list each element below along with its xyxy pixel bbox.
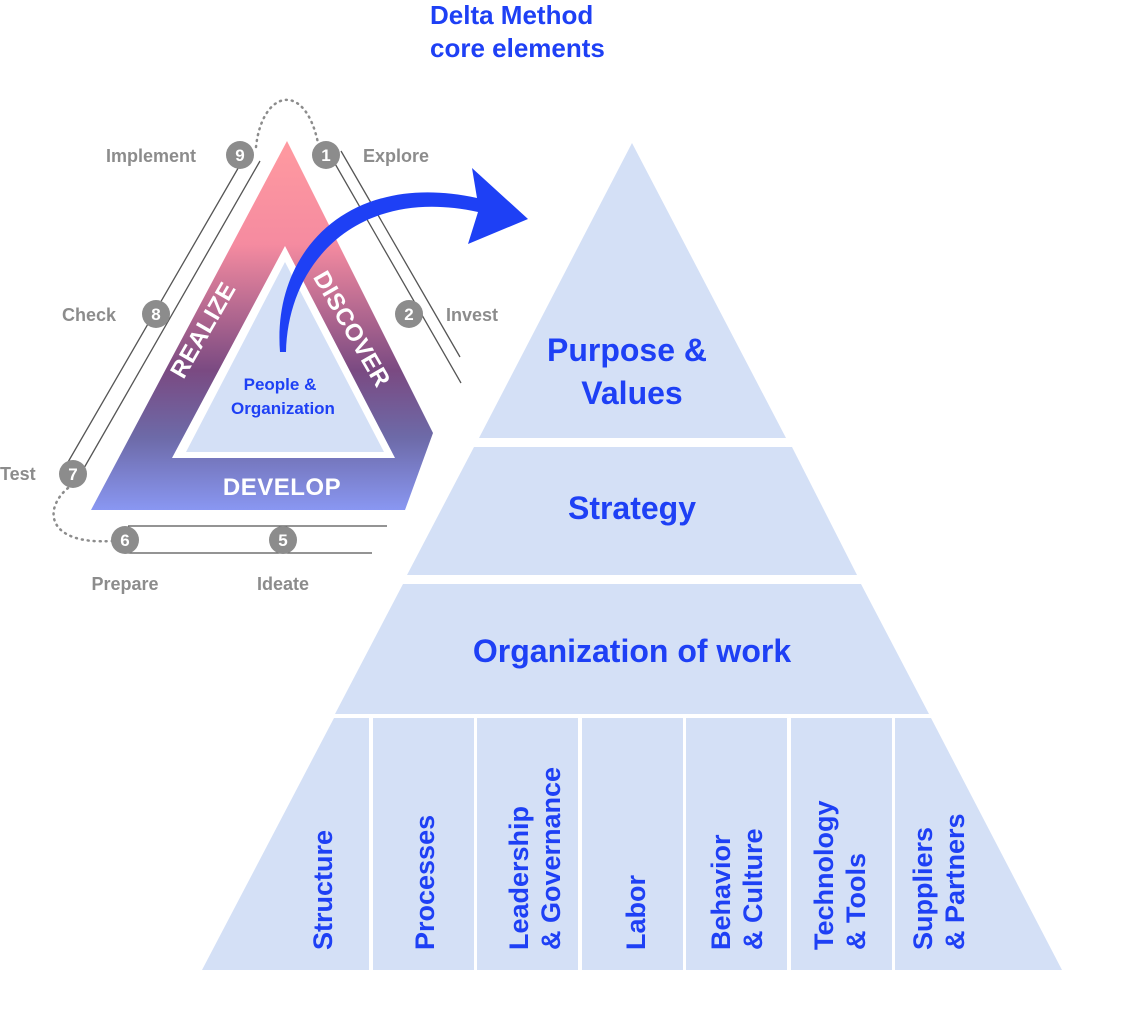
purpose-values-line-2: Values bbox=[581, 375, 682, 411]
pillar-labor-label: Labor bbox=[621, 875, 651, 950]
diagram-title: Delta Method core elements bbox=[430, 0, 605, 63]
step-7-badge bbox=[59, 460, 87, 488]
step-6: 6 Prepare bbox=[91, 526, 159, 594]
step-7-number: 7 bbox=[68, 465, 77, 484]
tier-strategy bbox=[407, 447, 857, 575]
step-5-number: 5 bbox=[278, 531, 287, 550]
pillar-technology-tools bbox=[791, 718, 892, 970]
pillar-technology-label-1: Technology bbox=[809, 800, 839, 950]
center-core bbox=[186, 262, 384, 452]
center-label-line-1: People & bbox=[244, 375, 317, 394]
step-5: 5 Ideate bbox=[257, 526, 309, 594]
center-label-line-2: Organization bbox=[231, 399, 335, 418]
step-7: 7 Test bbox=[0, 460, 87, 488]
pillar-structure bbox=[202, 718, 369, 970]
step-8: 8 Check bbox=[62, 300, 170, 328]
step-5-label: Ideate bbox=[257, 574, 309, 594]
pillar-suppliers-label-2: & Partners bbox=[940, 813, 970, 950]
pillar-leadership-label-2: & Governance bbox=[536, 767, 566, 950]
tier-organization-of-work bbox=[335, 584, 929, 714]
pillar-processes bbox=[373, 718, 474, 970]
step-1-label: Explore bbox=[363, 146, 429, 166]
phase-develop-label: DEVELOP bbox=[223, 474, 341, 501]
step-2-label: Invest bbox=[446, 305, 498, 325]
step-5-badge bbox=[269, 526, 297, 554]
core-elements-pyramid: Purpose & Values Strategy Organization o… bbox=[202, 143, 1062, 970]
delta-cycle: REALIZE DISCOVER DEVELOP People & Organi… bbox=[0, 98, 498, 594]
step-8-badge bbox=[142, 300, 170, 328]
pillar-leadership-governance bbox=[477, 718, 578, 970]
step-9-badge bbox=[226, 141, 254, 169]
dotted-connector-top bbox=[254, 98, 320, 149]
title-line-1: Delta Method bbox=[430, 0, 593, 30]
pillar-processes-label: Processes bbox=[410, 815, 440, 950]
tier-purpose-values bbox=[479, 143, 786, 438]
step-9-label: Implement bbox=[106, 146, 196, 166]
title-line-2: core elements bbox=[430, 33, 605, 63]
pillar-technology-label-2: & Tools bbox=[841, 853, 871, 950]
transition-arrow-icon bbox=[279, 168, 528, 352]
step-7-label: Test bbox=[0, 464, 36, 484]
step-2-badge bbox=[395, 300, 423, 328]
step-9: 9 Implement bbox=[106, 141, 254, 169]
step-8-number: 8 bbox=[151, 305, 160, 324]
step-6-label: Prepare bbox=[91, 574, 158, 594]
phase-ring bbox=[91, 141, 433, 510]
step-9-number: 9 bbox=[235, 146, 244, 165]
step-6-number: 6 bbox=[120, 531, 129, 550]
pillar-suppliers-partners bbox=[895, 718, 1062, 970]
pillar-behavior-culture bbox=[686, 718, 787, 970]
purpose-values-line-1: Purpose & bbox=[547, 332, 707, 368]
strategy-label: Strategy bbox=[568, 490, 696, 526]
dotted-connector-bottom bbox=[52, 486, 114, 543]
pillar-behavior-label-2: & Culture bbox=[738, 829, 768, 951]
organization-of-work-label: Organization of work bbox=[473, 633, 791, 669]
step-2-number: 2 bbox=[404, 305, 413, 324]
step-1-number: 1 bbox=[321, 146, 330, 165]
pillar-suppliers-label-1: Suppliers bbox=[908, 827, 938, 950]
step-1: 1 Explore bbox=[312, 141, 429, 169]
pillar-labor bbox=[582, 718, 683, 970]
step-2: 2 Invest bbox=[395, 300, 498, 328]
pillar-leadership-label-1: Leadership bbox=[504, 806, 534, 950]
step-6-badge bbox=[111, 526, 139, 554]
pillar-structure-label: Structure bbox=[308, 830, 338, 950]
step-1-badge bbox=[312, 141, 340, 169]
pillar-behavior-label-1: Behavior bbox=[706, 834, 736, 950]
step-8-label: Check bbox=[62, 305, 117, 325]
